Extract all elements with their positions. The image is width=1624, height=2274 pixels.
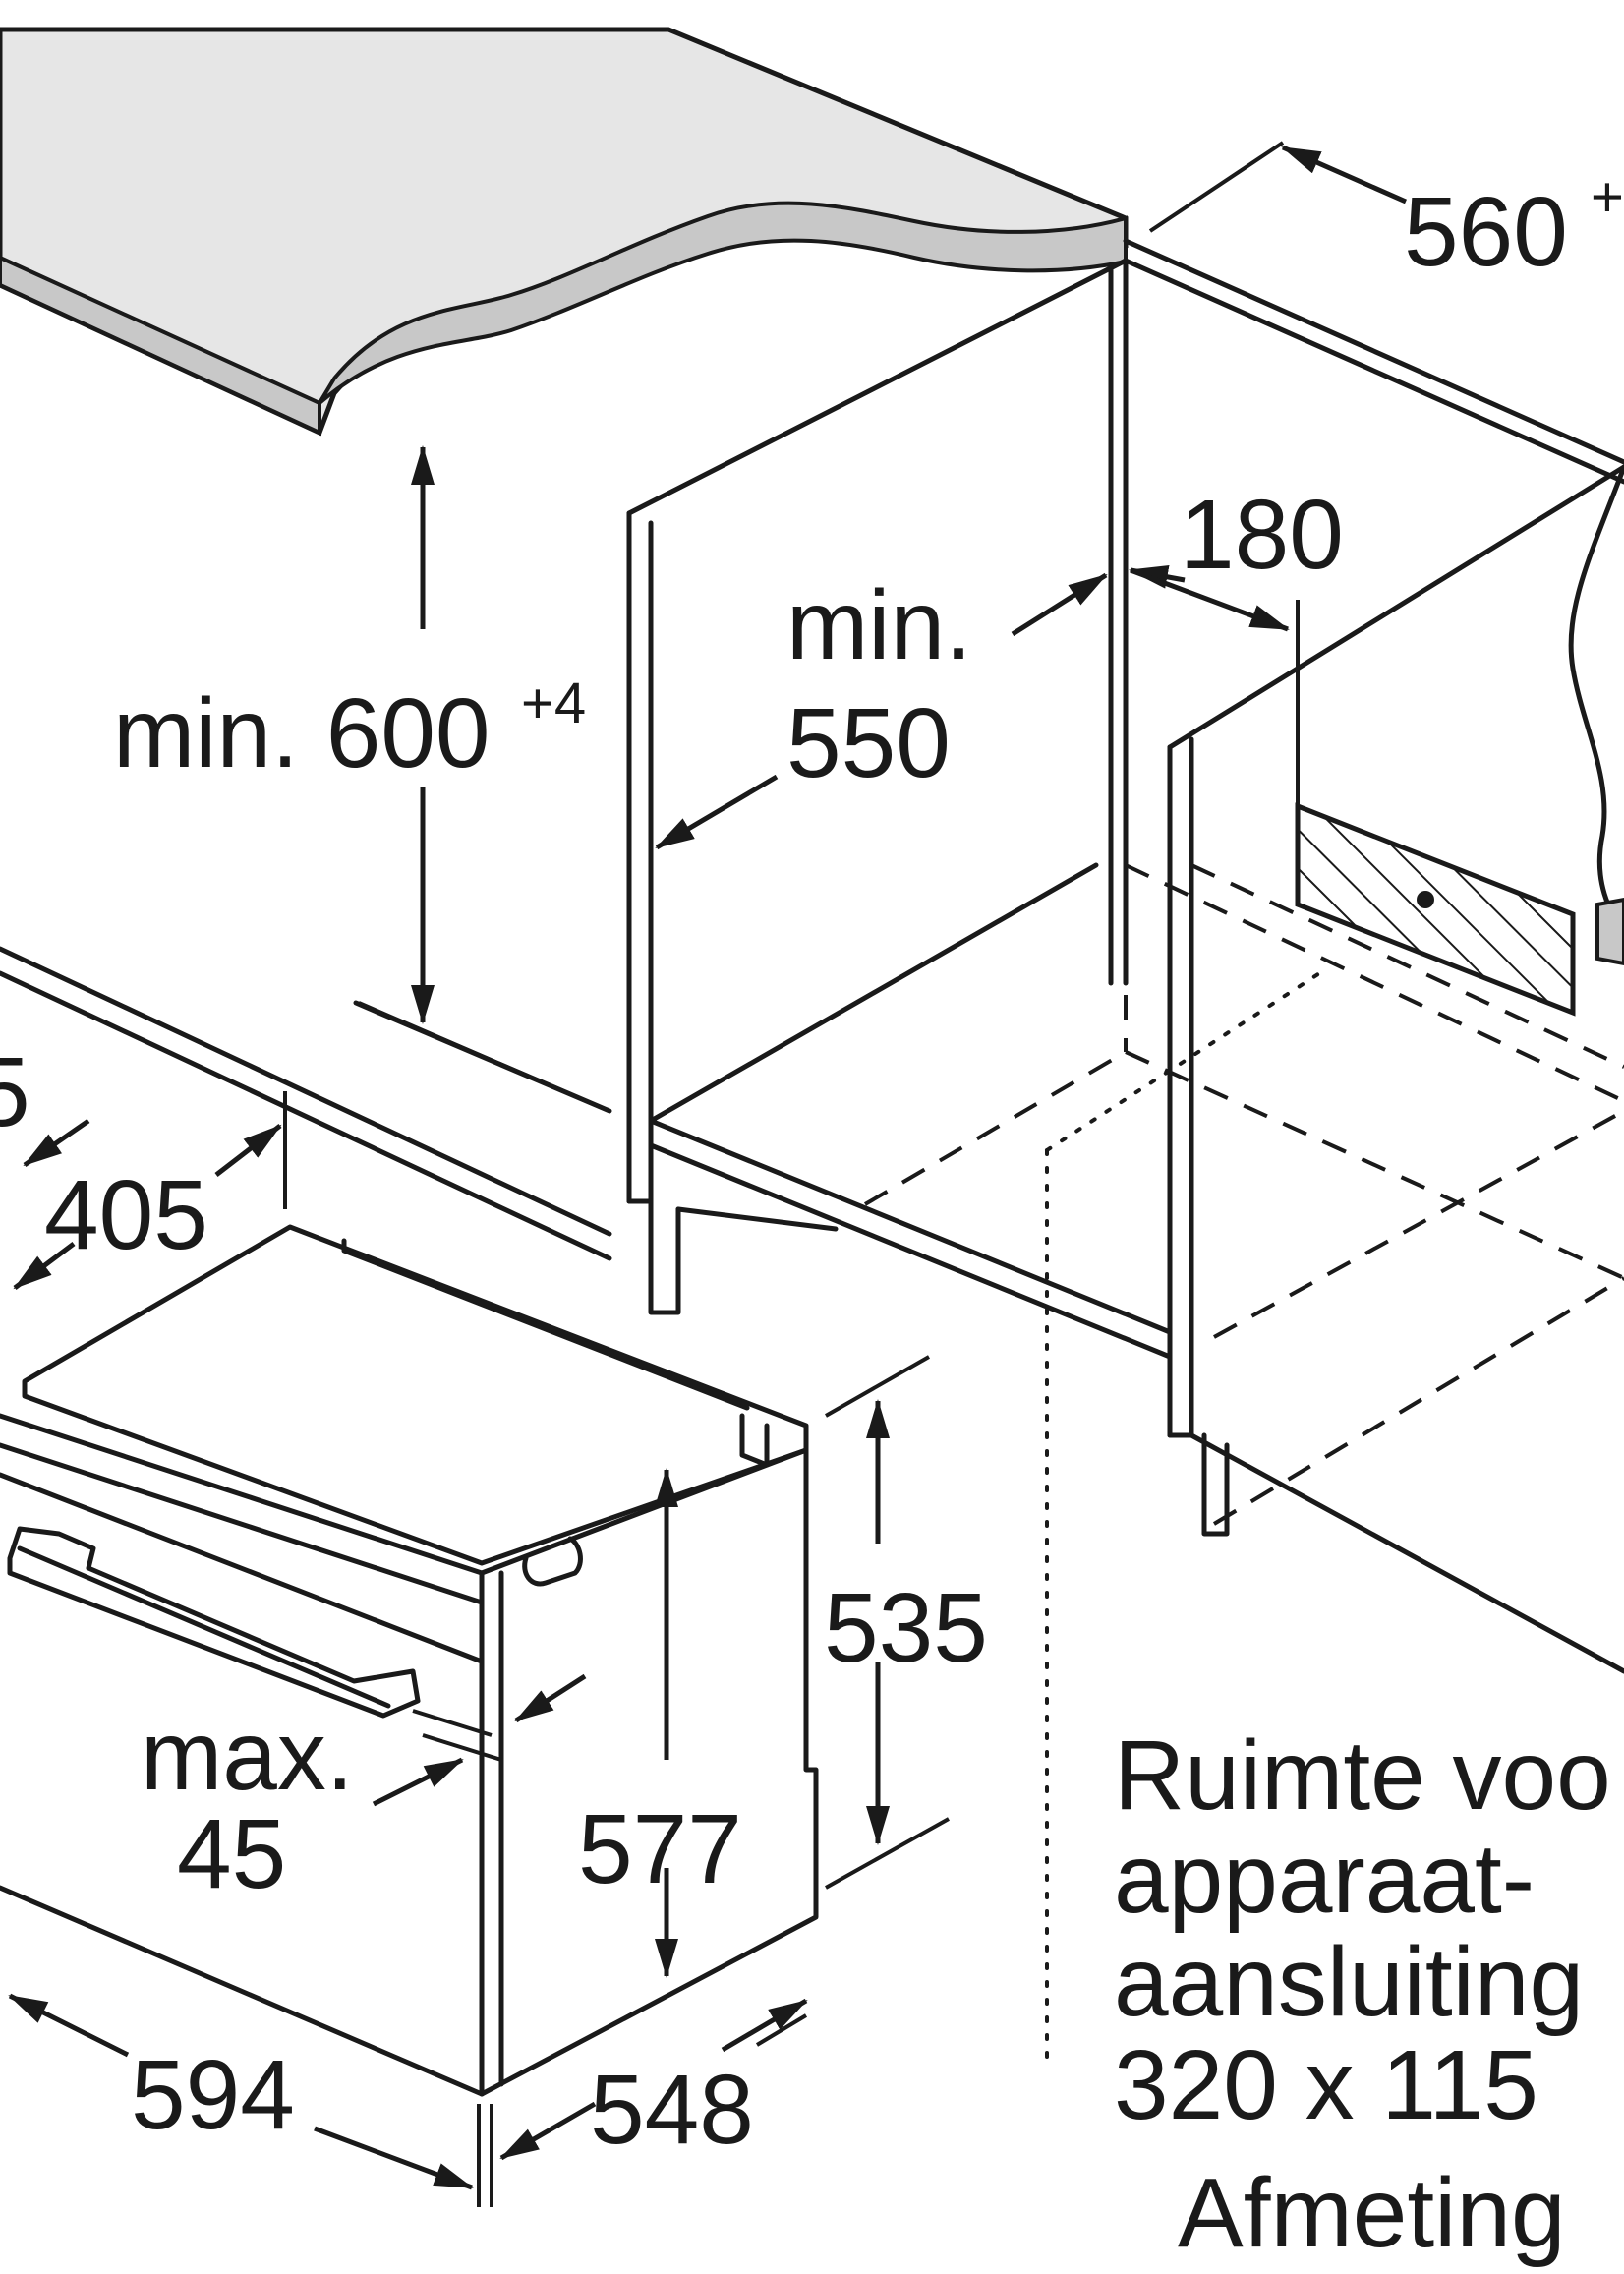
dim-niche-height: min. 600 (113, 678, 491, 788)
dim-panel-thickness-value: 45 (177, 1799, 286, 1909)
connection-note: Ruimte voo apparaat- aansluiting 320 x 1… (1114, 1720, 1611, 2268)
note-line-1: Ruimte voo (1114, 1720, 1611, 1831)
note-line-3: aansluiting (1114, 1927, 1584, 2037)
dim-niche-depth: 180 (1180, 480, 1344, 590)
dim-body-width: 594 (131, 2040, 295, 2150)
connection-area (1295, 802, 1576, 1017)
dim-offset-partial: 5 (0, 1037, 30, 1147)
dim-panel-thickness-label: max. (141, 1701, 354, 1811)
dim-min-depth-label: min. (786, 570, 972, 680)
note-line-5: Afmeting (1178, 2158, 1566, 2268)
dim-min-depth-value: 550 (786, 688, 951, 798)
dim-front-height: 535 (824, 1573, 988, 1683)
worktop (0, 27, 1129, 437)
dimension-labels: 560 + 180 min. 550 min. 600 +4 5 405 535… (0, 165, 1624, 2165)
dim-niche-width: 560 (1404, 177, 1568, 287)
dim-front-depth: 405 (44, 1160, 208, 1270)
note-line-4: 320 x 115 (1114, 2030, 1538, 2140)
dim-niche-width-sup: + (1591, 165, 1624, 229)
dim-body-depth: 548 (590, 2055, 754, 2165)
dim-niche-height-sup: +4 (521, 671, 586, 735)
oven (0, 1224, 819, 2097)
note-line-2: apparaat- (1114, 1824, 1535, 1934)
dim-body-height: 577 (578, 1794, 742, 1904)
dimension-lines (8, 141, 1408, 2207)
